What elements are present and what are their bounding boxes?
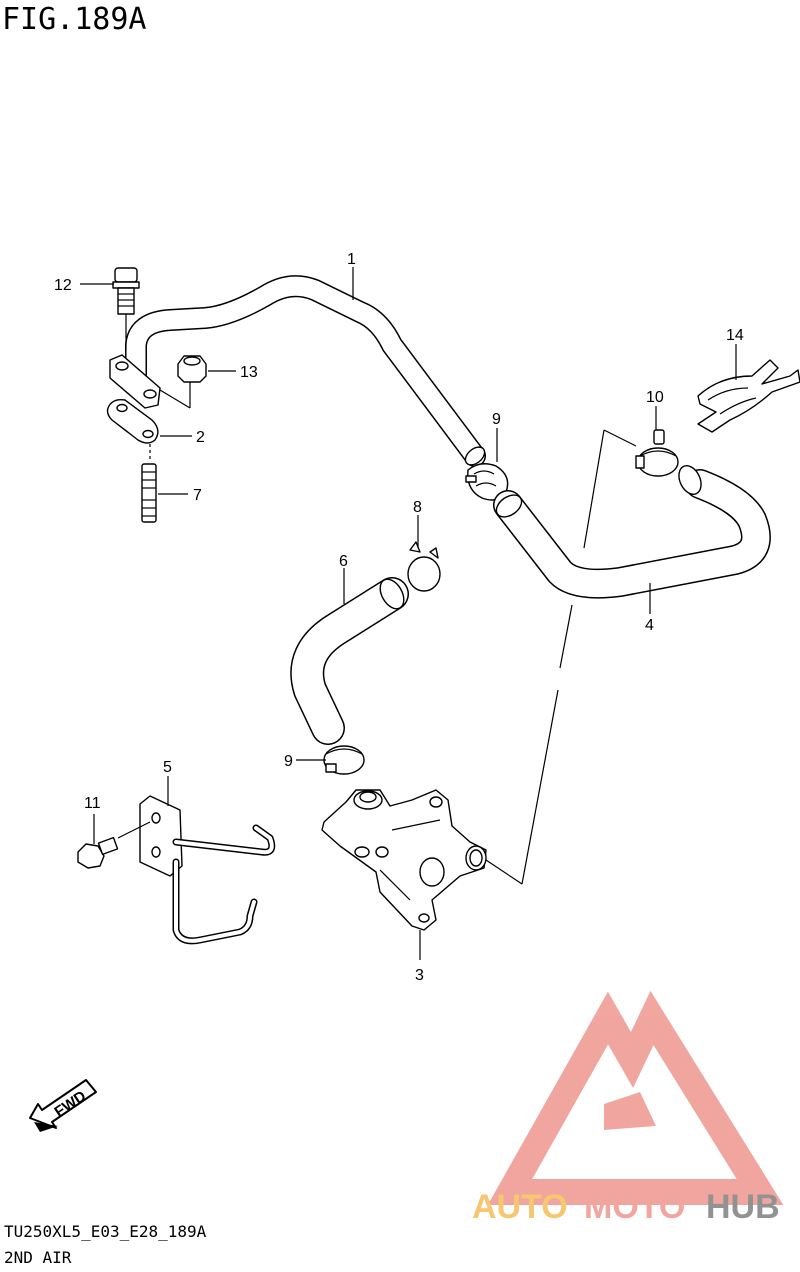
part-3-pair-valve[interactable] <box>321 789 487 931</box>
callout-5: 5 <box>163 759 172 776</box>
leader-13c <box>159 389 191 409</box>
part-12-bolt[interactable] <box>112 267 140 315</box>
callout-13: 13 <box>240 364 258 381</box>
callout-6: 6 <box>339 553 348 570</box>
part-9-clamp-upper[interactable] <box>465 463 509 501</box>
part-11-bolt[interactable] <box>77 836 119 869</box>
figure-title: FIG.189A <box>2 2 147 37</box>
callout-1: 1 <box>347 251 356 268</box>
callout-11: 11 <box>84 795 101 812</box>
callout-7: 7 <box>193 487 202 504</box>
part-8-cap[interactable] <box>407 541 441 592</box>
automotohub-logo: AUTO MOTO HUB <box>472 990 784 1226</box>
leader-4-down <box>559 604 573 669</box>
callout-10: 10 <box>646 389 664 406</box>
logo-moto: MOTO <box>584 1188 685 1226</box>
part-5-bracket[interactable] <box>139 795 276 945</box>
logo-auto: AUTO <box>472 1188 568 1226</box>
part-6-hose[interactable] <box>290 575 409 745</box>
part-14-clamp[interactable] <box>697 359 800 433</box>
figure-code: TU250XL5_E03_E28_189A <box>4 1222 207 1241</box>
callout-14: 14 <box>726 327 744 344</box>
pipe-flange <box>109 354 161 409</box>
callout-12: 12 <box>54 277 72 294</box>
part-2-gasket[interactable] <box>106 398 159 444</box>
part-1-air-pipe[interactable] <box>125 275 488 468</box>
part-13-nut[interactable] <box>177 355 207 383</box>
leader-4-down2 <box>521 689 559 885</box>
callout-8: 8 <box>413 499 422 516</box>
fwd-arrow-icon: FWD <box>29 1079 97 1132</box>
callout-3: 3 <box>415 967 424 984</box>
figure-subtitle: 2ND AIR <box>4 1248 72 1267</box>
callout-4: 4 <box>645 617 654 634</box>
callout-2: 2 <box>196 429 205 446</box>
logo-hub: HUB <box>706 1188 780 1226</box>
part-4-hose[interactable] <box>492 462 771 599</box>
leader-4-down3 <box>485 859 523 885</box>
callout-9-lower: 9 <box>284 753 293 770</box>
leader-11b <box>117 821 151 839</box>
part-10-clamp[interactable] <box>635 429 679 477</box>
part-9-clamp-lower[interactable] <box>323 745 365 775</box>
part-7-stud[interactable] <box>141 463 157 523</box>
leader-4-ref <box>583 429 605 549</box>
callout-9-upper: 9 <box>492 411 501 428</box>
leader-4-ref2 <box>603 429 637 447</box>
